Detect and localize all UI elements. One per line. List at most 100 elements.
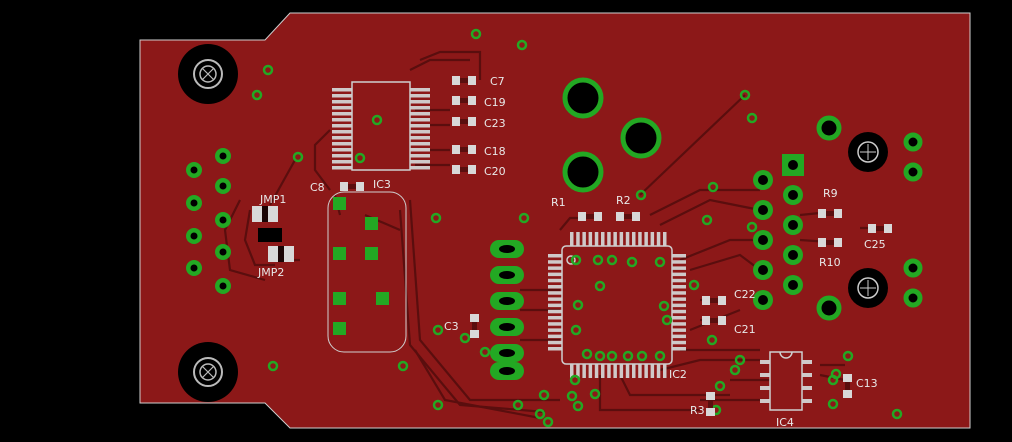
smd-component [868, 224, 892, 233]
ic2-pad [672, 291, 686, 295]
crystal-outline [327, 191, 407, 353]
ic2-pad [548, 285, 562, 289]
ic2-pad [548, 347, 562, 351]
ic3-pad [410, 136, 430, 140]
ic2-pad [548, 316, 562, 320]
silkscreen-labels: C7 C19 C23 C18 C20 IC3 C8 JMP1 JMP2 R1 R… [257, 75, 886, 429]
connector-pin-hole [219, 282, 227, 290]
label-c13: C13 [856, 377, 878, 390]
header-pin-hole [788, 220, 798, 230]
via [432, 324, 444, 336]
ic3-pad [410, 130, 430, 134]
smd-component [452, 145, 476, 154]
ic2-pad [582, 364, 586, 378]
via [706, 334, 718, 346]
via [569, 374, 581, 386]
ic3-pad [410, 124, 430, 128]
ic4-notch [779, 351, 793, 359]
via [516, 39, 528, 51]
board-copper-area [139, 12, 971, 429]
ic2-pad [632, 232, 636, 246]
ic3-pad [410, 94, 430, 98]
ic2-pad [582, 232, 586, 246]
large-through-holes [562, 77, 923, 321]
via [470, 28, 482, 40]
ic2-pad [638, 232, 642, 246]
via [538, 389, 550, 401]
ic3-pad [332, 166, 352, 170]
ic3-outline [351, 81, 411, 171]
ic2-pad [548, 328, 562, 332]
smd-component [702, 316, 726, 325]
smd-component [706, 392, 715, 416]
label-c19: C19 [484, 96, 506, 109]
via [842, 350, 854, 362]
ic2-pad [632, 364, 636, 378]
via [572, 400, 584, 412]
via [572, 299, 584, 311]
via [354, 152, 366, 164]
via [688, 279, 700, 291]
ic2-pad [672, 340, 686, 345]
via [739, 89, 751, 101]
via [581, 348, 593, 360]
ic3-pad [332, 124, 352, 128]
label-ic3: IC3 [373, 178, 391, 191]
ic2-pad [672, 334, 686, 339]
ic2-pad [672, 272, 686, 277]
ic2-pad [672, 285, 686, 289]
ic4-outline [769, 351, 803, 411]
ic2-pad [625, 232, 630, 246]
smd-component [452, 76, 476, 85]
copper-traces [223, 50, 880, 420]
via [714, 380, 726, 392]
ic2-pad [588, 232, 593, 246]
ic3-pad [332, 106, 352, 110]
connector-pin-hole [219, 248, 227, 256]
connector-pin-hole [190, 232, 198, 240]
ic4-pad [760, 373, 770, 377]
connector-pin-hole [219, 216, 227, 224]
ic2-pad [570, 232, 574, 246]
ic3-pad [332, 94, 352, 98]
ic2-pin1-mark [566, 255, 576, 265]
ic4-pad [760, 399, 770, 403]
ic2-pad [570, 364, 574, 378]
label-jmp1: JMP1 [259, 193, 286, 206]
ic3-pad [332, 112, 352, 116]
label-ic4: IC4 [776, 416, 794, 429]
ic3-pads [332, 88, 430, 170]
ic2-pad [548, 303, 562, 308]
ic2-pad [644, 232, 648, 246]
via [606, 350, 618, 362]
via [251, 89, 263, 101]
ic2-pad [548, 309, 562, 314]
label-c21: C21 [734, 323, 756, 336]
via [654, 350, 666, 362]
via [891, 408, 903, 420]
header-pin-hole [758, 175, 768, 185]
connector-pin-hole [190, 166, 198, 174]
via [606, 254, 618, 266]
via [566, 390, 578, 402]
via [622, 350, 634, 362]
via [534, 408, 546, 420]
ic2-pad [613, 232, 617, 246]
via [432, 399, 444, 411]
via [542, 416, 554, 428]
ic3-pad [332, 118, 352, 122]
smd-component [818, 238, 842, 247]
ic2-pad [672, 316, 686, 320]
via [459, 332, 471, 344]
label-r9: R9 [823, 187, 838, 200]
vias [251, 28, 903, 428]
label-r2: R2 [616, 194, 631, 207]
smd-component [702, 296, 726, 305]
via [701, 214, 713, 226]
smd-component [452, 117, 476, 126]
ic4-pad [802, 399, 812, 403]
ic2-pad [601, 364, 605, 378]
header-pin-hole [758, 205, 768, 215]
ic3-pad [410, 148, 430, 152]
